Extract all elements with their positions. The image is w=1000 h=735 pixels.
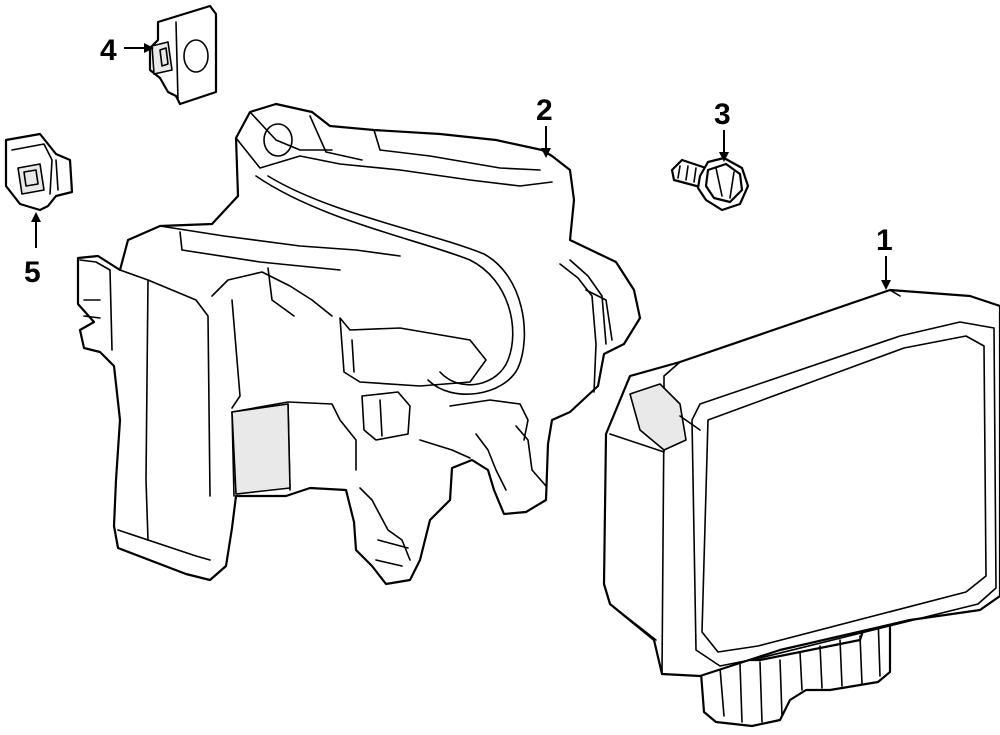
callout-4: 4 [100,34,117,67]
callout-2: 2 [536,94,553,127]
callout-3: 3 [714,98,731,131]
callout-5: 5 [24,256,41,289]
mounting-bracket[interactable] [76,102,642,586]
nut-clip[interactable] [4,132,74,212]
control-module[interactable] [602,288,1000,728]
bolt[interactable] [670,156,750,212]
retainer-clip[interactable] [148,4,218,106]
callout-1: 1 [876,224,893,257]
